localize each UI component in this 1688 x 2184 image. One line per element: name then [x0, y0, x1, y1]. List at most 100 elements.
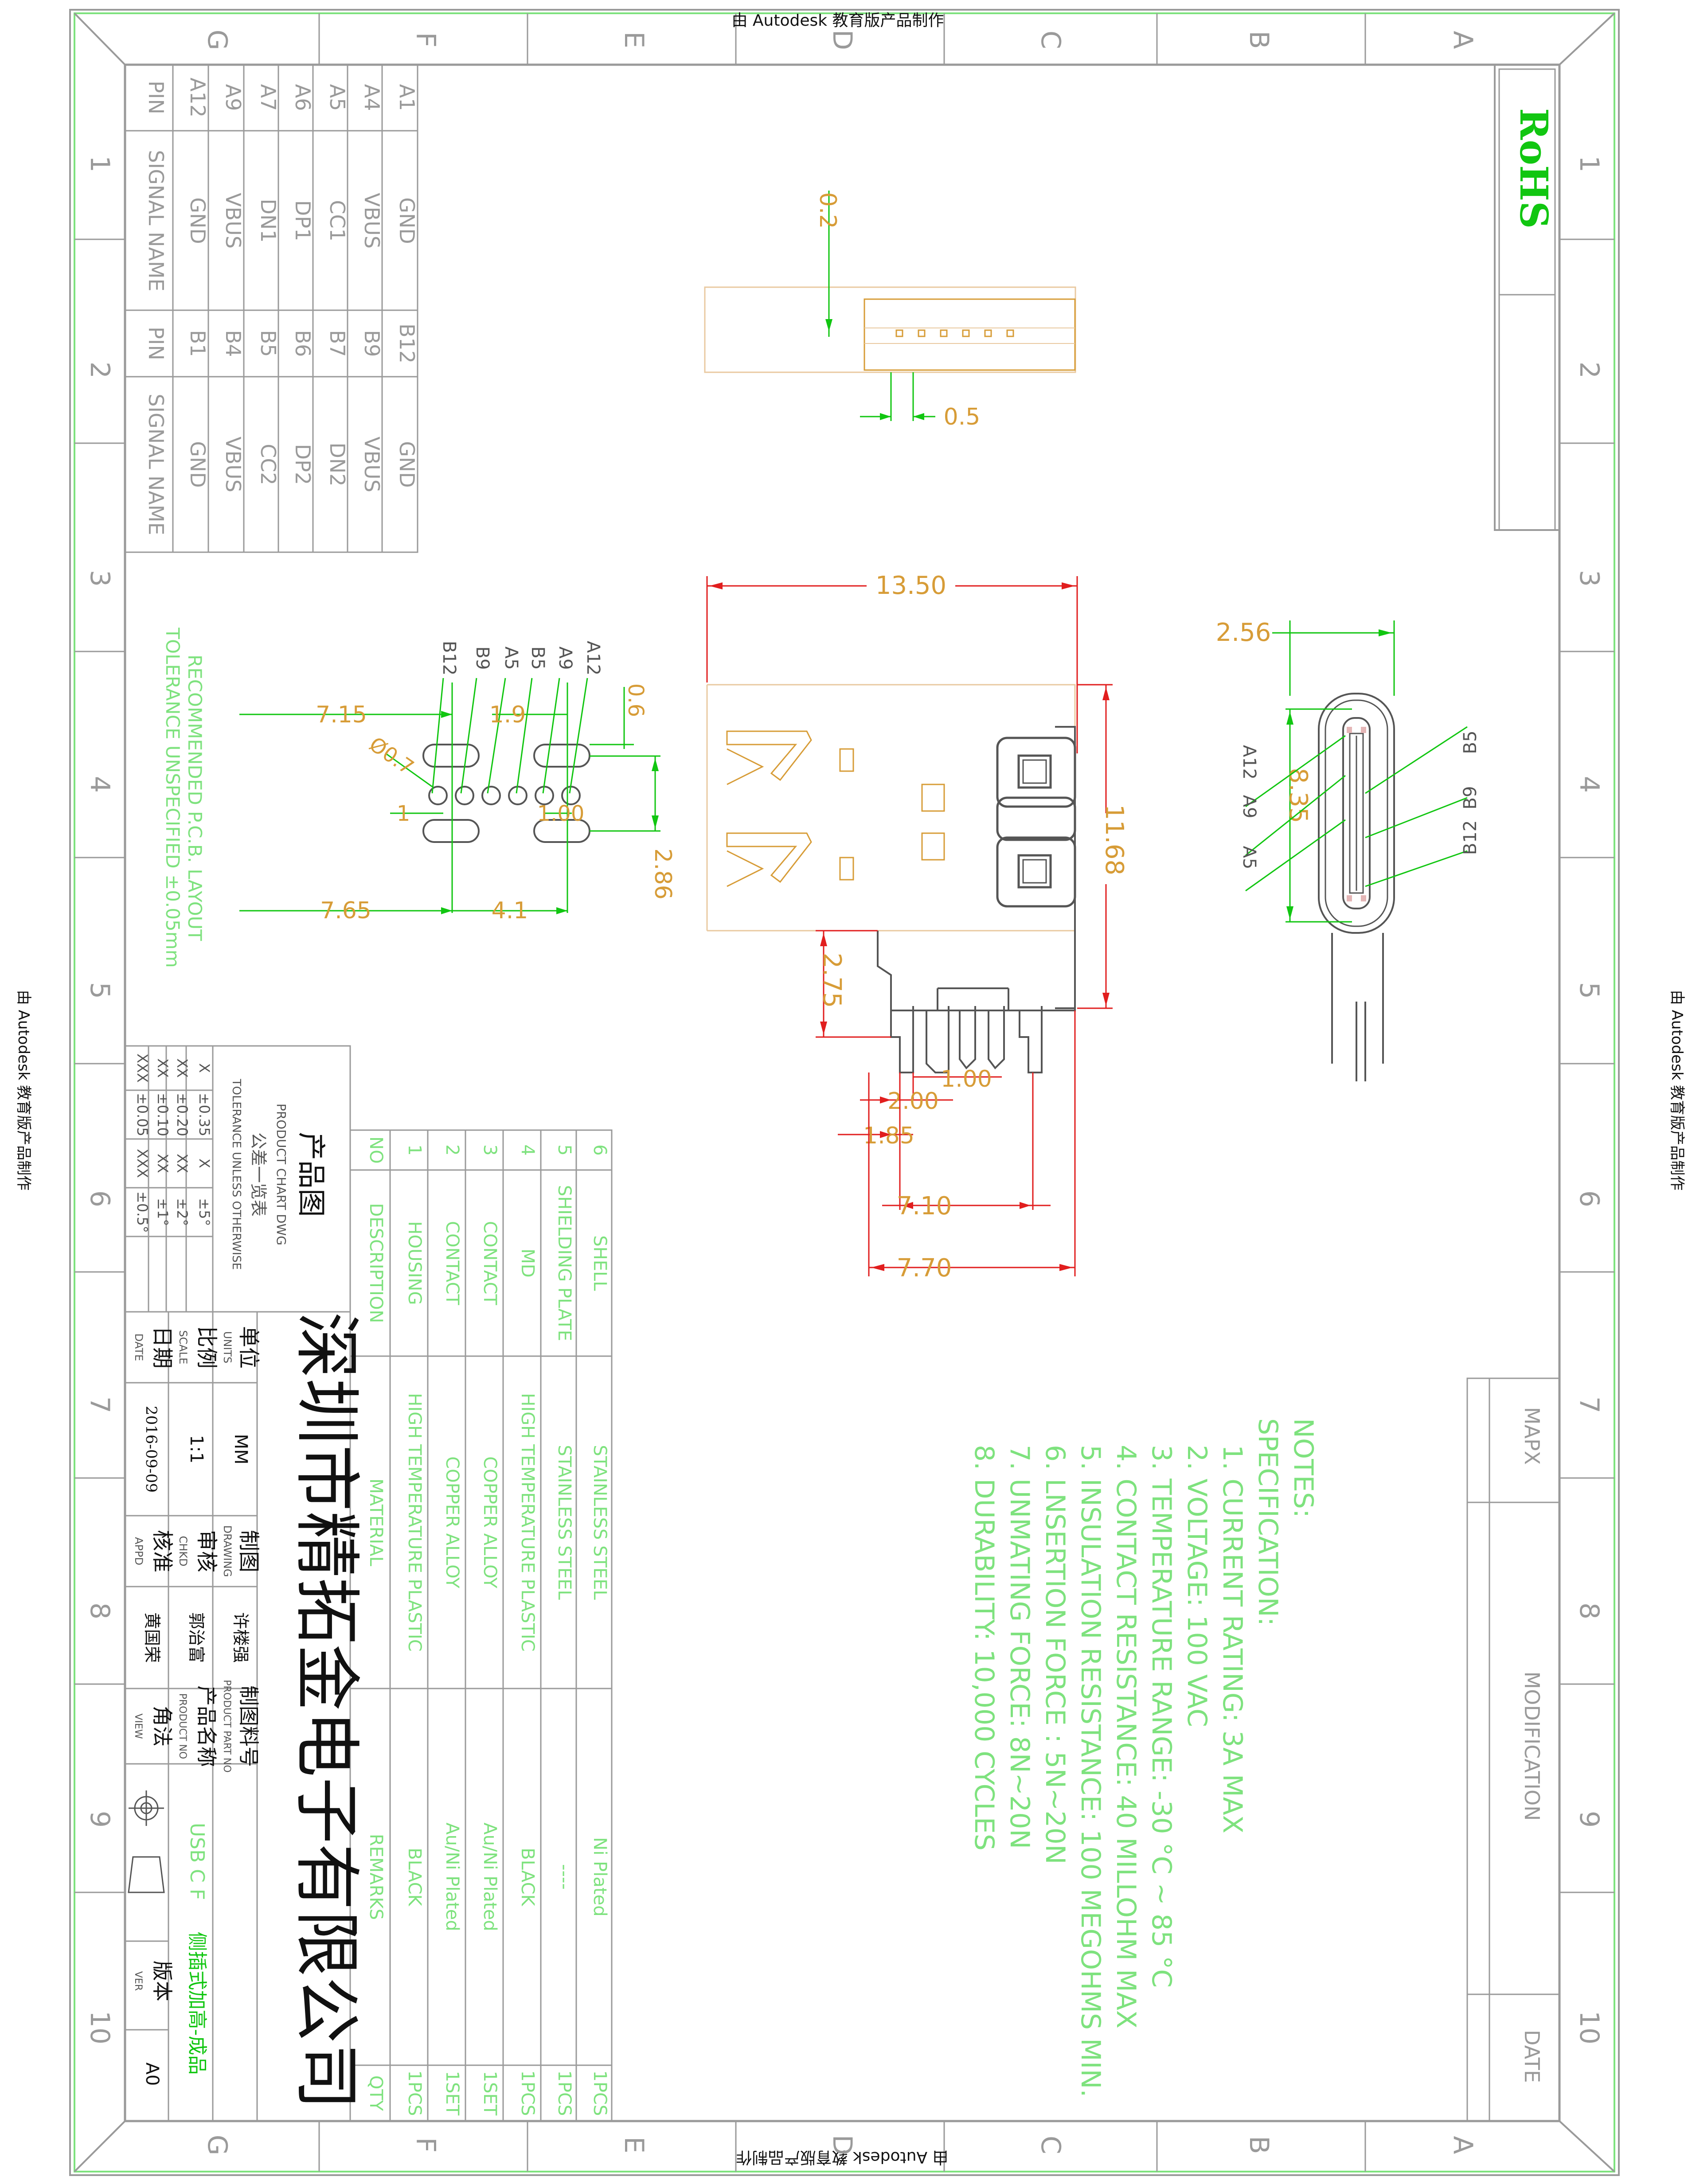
tol-cell: XX	[154, 1058, 171, 1078]
a-signal: GND	[186, 197, 210, 244]
bom-cell: 1PCS	[590, 2071, 610, 2116]
zone-number: 7	[1574, 1396, 1605, 1413]
zone-letters-top: G F E D C B A	[202, 30, 1478, 51]
top-view: 0.2 0.5	[704, 191, 1076, 430]
zone-number: 2	[1574, 362, 1605, 378]
tol-cell: ±5°	[196, 1198, 213, 1226]
date-value: 2016-09-09	[142, 1406, 160, 1493]
watermark-left: 由 Autodesk 教育版产品制作	[15, 990, 32, 1190]
units-value: MM	[231, 1434, 251, 1464]
tolerance-pcb: TOLERANCE UNSPECIFIED ±0.05mm	[162, 627, 184, 967]
bom-cell: 1SET	[480, 2071, 500, 2116]
scale-value: 1:1	[186, 1435, 207, 1463]
tol-cell: ±0.20	[174, 1093, 191, 1136]
zone-letter: B	[1243, 2136, 1274, 2154]
tol-cell: XXX	[134, 1149, 151, 1178]
note-item: 8. DURABILITY: 10,000 CYCLES	[969, 1445, 1000, 1851]
note-item: 1. CURRENT RATING: 3A MAX	[1217, 1445, 1248, 1833]
scale-en: SCALE	[177, 1330, 189, 1365]
date-en: DATE	[133, 1334, 145, 1361]
note-item: 5. INSULATION RESISTANCE: 100 MEGOHMS MI…	[1075, 1445, 1106, 2098]
a-signal: GND	[395, 197, 419, 244]
zone-letter: A	[1447, 31, 1478, 49]
bom-cell: 1	[404, 1144, 425, 1155]
zone-number: 1	[84, 156, 115, 172]
zone-letter: F	[410, 32, 441, 48]
name-label: 产品名称	[195, 1685, 219, 1767]
zone-number: 6	[84, 1190, 115, 1207]
b-signal: GND	[395, 441, 419, 488]
tol-cell: ±0.05	[134, 1093, 151, 1136]
tol-cell: X	[196, 1063, 213, 1073]
bom-header: DESCRIPTION	[366, 1203, 386, 1323]
date-label: 日期	[150, 1326, 175, 1369]
zone-number: 10	[84, 2011, 115, 2044]
bom-cell: 4	[517, 1144, 538, 1155]
pin-table	[124, 64, 418, 553]
front-label: A9	[1239, 795, 1259, 819]
bom-cell: CONTACT	[442, 1221, 462, 1305]
appd-en: APPD	[133, 1537, 145, 1565]
dim-1-00-b: 1.00	[537, 801, 585, 826]
rohs-label: RoHS	[1511, 108, 1556, 229]
tol-cell: XX	[174, 1058, 191, 1078]
product-chart: 产品图	[294, 1132, 327, 1217]
zone-number: 3	[84, 570, 115, 587]
front-label: A5	[1239, 846, 1259, 870]
pin-header: PIN	[144, 327, 168, 360]
dim-2-00: 2.00	[887, 1088, 939, 1115]
zone-letter: D	[827, 30, 858, 50]
view-en: VIEW	[133, 1713, 144, 1739]
bom-cell: 5	[554, 1144, 574, 1155]
watermark-bottom: 由 Autodesk 教育版产品制作	[736, 2148, 948, 2166]
note-item: 7. UNMATING FORCE: 8N~20N	[1004, 1445, 1035, 1849]
ver-label: 版本	[150, 1961, 174, 2001]
front-label: B12	[1460, 820, 1481, 855]
dim-2-56: 2.56	[1216, 618, 1271, 647]
zone-letter: B	[1243, 31, 1274, 49]
b-pin: B9	[360, 330, 384, 357]
front-view: 2.56 8.35 A12 A9 A5 B5 B9	[1216, 618, 1481, 1081]
side-view: 13.50	[706, 571, 1129, 1283]
dim-4-1: 4.1	[492, 897, 528, 924]
bom-cell: SHIELDING PLATE	[554, 1185, 574, 1341]
zone-number: 8	[1574, 1603, 1605, 1619]
a-pin: A6	[291, 84, 315, 111]
note-item: 4. CONTACT RESISTANCE: 40 MILLOHM MAX	[1110, 1445, 1141, 2028]
a-pin: A1	[395, 84, 419, 111]
b-pin: B1	[186, 330, 210, 357]
pcb-label: B12	[439, 641, 459, 675]
watermark-right: 由 Autodesk 教育版产品制作	[1668, 990, 1686, 1190]
partno-label: 制图料号	[237, 1685, 261, 1767]
tol-cell: ±0.10	[154, 1093, 171, 1136]
revision-modification: MODIFICATION	[1520, 1671, 1544, 1821]
dim-7-70: 7.70	[897, 1254, 952, 1283]
pcb-label: A12	[583, 641, 603, 675]
zone-letter: A	[1447, 2136, 1478, 2154]
bom-cell: 2	[442, 1144, 462, 1155]
tol-cell: XX	[154, 1154, 171, 1173]
tol-cell: ±2°	[174, 1198, 191, 1226]
dim-11-68: 11.68	[1100, 804, 1129, 875]
a-pin: A7	[256, 84, 280, 111]
zone-letter: D	[827, 2135, 858, 2155]
zone-number: 2	[84, 362, 115, 378]
chkd-label: 审核	[194, 1530, 219, 1572]
b-signal: DN2	[325, 442, 349, 486]
notes: NOTES: SPECIFICATION: 1. CURRENT RATING:…	[969, 1418, 1319, 2098]
units-label: 单位	[236, 1326, 261, 1369]
bom-cell: STAINLESS STEEL	[590, 1445, 610, 1600]
company-name: 深圳市精拓金电子有限公司	[288, 1312, 365, 2110]
bom-table	[349, 1129, 613, 2122]
dim-13-50: 13.50	[875, 571, 946, 600]
drawing-en: DRAWING	[221, 1525, 234, 1577]
zone-letter: C	[1035, 2136, 1066, 2154]
a-signal: VBUS	[360, 193, 384, 249]
b-pin: B7	[325, 330, 349, 357]
units-en: UNITS	[221, 1331, 234, 1364]
zone-number: 4	[1574, 776, 1605, 793]
zone-letter: C	[1035, 31, 1066, 49]
bom-cell: SHELL	[590, 1235, 610, 1291]
name-en: PRODUCT NO	[177, 1693, 188, 1759]
